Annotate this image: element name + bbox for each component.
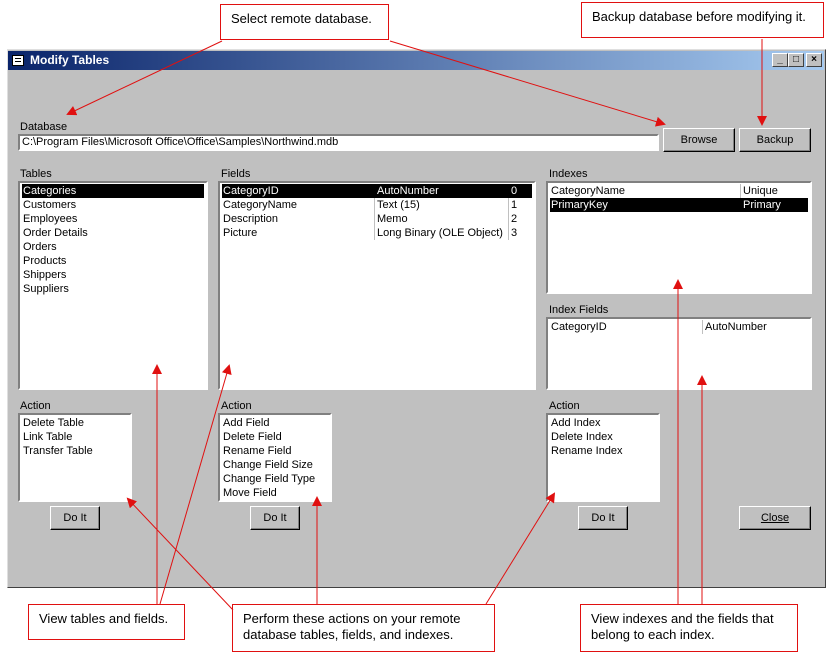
field-action-item[interactable]: Rename Field <box>223 445 292 457</box>
field-position: 2 <box>511 213 518 225</box>
field-action-item[interactable]: Move Field <box>223 487 277 499</box>
arrow-to-table-actions <box>126 497 234 611</box>
fields-label: Fields <box>221 168 251 180</box>
field-action-label: Action <box>221 400 252 412</box>
field-position: 3 <box>511 227 518 239</box>
index-field-name: CategoryID <box>551 321 607 333</box>
database-path-value: C:\Program Files\Microsoft Office\Office… <box>22 136 339 148</box>
callout-backup: Backup database before modifying it. <box>581 2 824 38</box>
field-name: Description <box>223 213 279 225</box>
close-button[interactable]: Close <box>739 506 811 530</box>
table-item-suppliers[interactable]: Suppliers <box>23 283 69 295</box>
column-divider <box>508 198 509 212</box>
index-action-label: Action <box>549 400 580 412</box>
close-window-button[interactable]: × <box>806 53 822 67</box>
index-field-row[interactable]: CategoryID AutoNumber <box>550 320 808 334</box>
index-fields-list[interactable]: CategoryID AutoNumber <box>546 317 812 390</box>
window-titlebar[interactable] <box>8 51 824 70</box>
tables-list[interactable]: Categories Customers Employees Order Det… <box>18 181 208 390</box>
field-name: Picture <box>223 227 258 239</box>
field-name: CategoryID <box>223 185 279 197</box>
database-path-input[interactable]: C:\Program Files\Microsoft Office\Office… <box>18 134 659 151</box>
index-action-item[interactable]: Rename Index <box>551 445 623 457</box>
database-label: Database <box>20 121 68 133</box>
index-action-item[interactable]: Delete Index <box>551 431 613 443</box>
arrow-to-browse-button <box>389 40 666 127</box>
table-item-orders[interactable]: Orders <box>23 241 57 253</box>
fields-list[interactable]: CategoryID AutoNumber 0 CategoryName Tex… <box>218 181 536 390</box>
field-position: 1 <box>511 199 518 211</box>
table-do-it-button[interactable]: Do It <box>50 506 100 530</box>
index-action-item[interactable]: Add Index <box>551 417 601 429</box>
column-divider <box>740 184 741 198</box>
table-item-employees[interactable]: Employees <box>23 213 78 225</box>
callout-select-database: Select remote database. <box>220 4 389 40</box>
indexes-list[interactable]: CategoryName Unique PrimaryKey Primary <box>546 181 812 294</box>
index-type: Primary <box>743 199 781 211</box>
field-row[interactable]: CategoryName Text (15) 1 <box>222 198 532 212</box>
table-item-customers[interactable]: Customers <box>23 199 77 211</box>
table-action-item[interactable]: Link Table <box>23 431 73 443</box>
field-action-item[interactable]: Change Field Type <box>223 473 316 485</box>
indexes-label: Indexes <box>549 168 588 180</box>
field-action-item[interactable]: Add Field <box>223 417 270 429</box>
field-type: AutoNumber <box>377 185 439 197</box>
table-action-list[interactable]: Delete Table Link Table Transfer Table <box>18 413 132 502</box>
column-divider <box>374 212 375 226</box>
field-type: Memo <box>377 213 408 225</box>
maximize-button[interactable]: □ <box>788 53 804 67</box>
callout-view-indexes: View indexes and the fields that belong … <box>580 604 798 652</box>
index-field-type: AutoNumber <box>705 321 767 333</box>
callout-perform-actions: Perform these actions on your remote dat… <box>232 604 495 652</box>
table-item-products[interactable]: Products <box>23 255 67 267</box>
index-name: PrimaryKey <box>551 199 608 211</box>
browse-button-label: Browse <box>680 134 718 146</box>
field-action-list[interactable]: Add Field Delete Field Rename Field Chan… <box>218 413 332 502</box>
column-divider <box>702 320 703 334</box>
field-do-it-button[interactable]: Do It <box>250 506 300 530</box>
table-action-item[interactable]: Delete Table <box>23 417 84 429</box>
browse-button[interactable]: Browse <box>663 128 735 152</box>
minimize-button[interactable]: _ <box>772 53 788 67</box>
field-action-item[interactable]: Delete Field <box>223 431 282 443</box>
table-item-order-details[interactable]: Order Details <box>23 227 88 239</box>
arrow-to-fields-list <box>159 364 232 605</box>
field-row[interactable]: Description Memo 2 <box>222 212 532 226</box>
column-divider <box>374 226 375 240</box>
arrow-to-database-label <box>66 40 223 116</box>
form-icon <box>12 55 24 66</box>
index-fields-label: Index Fields <box>549 304 609 316</box>
field-position: 0 <box>511 185 518 197</box>
column-divider <box>508 212 509 226</box>
table-item-shippers[interactable]: Shippers <box>23 269 67 281</box>
do-it-label: Do It <box>591 512 615 524</box>
do-it-label: Do It <box>63 512 87 524</box>
tables-label: Tables <box>20 168 52 180</box>
table-action-item[interactable]: Transfer Table <box>23 445 93 457</box>
index-row[interactable]: CategoryName Unique <box>550 184 808 198</box>
window-title: Modify Tables <box>30 53 110 67</box>
index-row[interactable]: PrimaryKey Primary <box>550 198 808 212</box>
field-type: Long Binary (OLE Object) <box>377 227 503 239</box>
index-name: CategoryName <box>551 185 625 197</box>
backup-button[interactable]: Backup <box>739 128 811 152</box>
index-do-it-button[interactable]: Do It <box>578 506 628 530</box>
do-it-label: Do It <box>263 512 287 524</box>
field-name: CategoryName <box>223 199 297 211</box>
close-button-label: Close <box>760 512 790 524</box>
field-action-item[interactable]: Change Field Size <box>223 459 313 471</box>
index-action-list[interactable]: Add Index Delete Index Rename Index <box>546 413 660 502</box>
arrow-to-index-actions <box>485 492 556 605</box>
column-divider <box>374 198 375 212</box>
column-divider <box>508 226 509 240</box>
field-row[interactable]: Picture Long Binary (OLE Object) 3 <box>222 226 532 240</box>
table-item-categories[interactable]: Categories <box>22 184 204 198</box>
backup-button-label: Backup <box>756 134 794 146</box>
callout-view-tables: View tables and fields. <box>28 604 185 640</box>
index-type: Unique <box>743 185 778 197</box>
field-type: Text (15) <box>377 199 420 211</box>
field-row[interactable]: CategoryID AutoNumber 0 <box>222 184 532 198</box>
table-action-label: Action <box>20 400 51 412</box>
